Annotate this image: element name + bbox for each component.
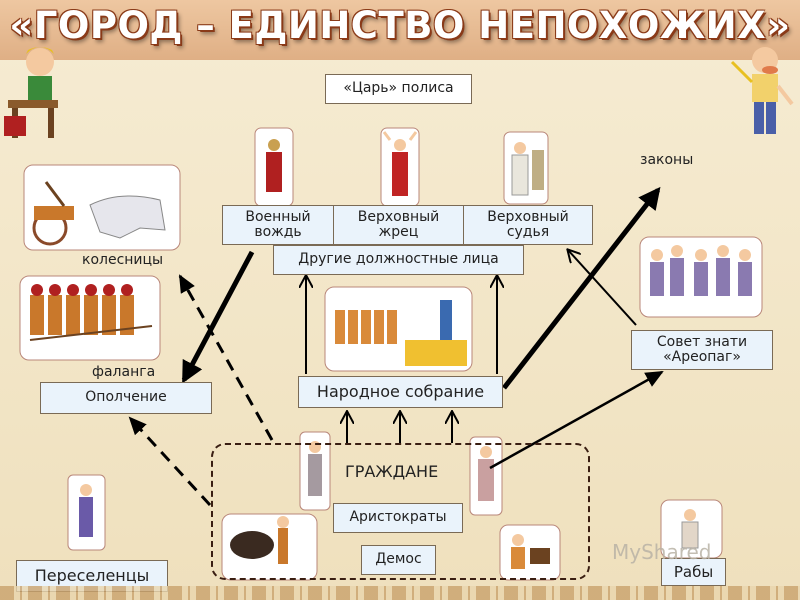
citizens-group-frame xyxy=(211,443,590,580)
citizen-left-figure xyxy=(299,431,331,511)
dashed-arrow-to-chariots xyxy=(178,274,274,441)
high-judge-box: Верховный судья xyxy=(463,205,593,245)
slaves-picture xyxy=(660,499,723,559)
chariots-label: колесницы xyxy=(82,252,164,268)
arrow-assembly-to-laws xyxy=(502,186,661,390)
high-priest-box: Верховный жрец xyxy=(333,205,464,245)
title-bar xyxy=(0,0,800,60)
decorative-border xyxy=(0,586,800,600)
watermark: MyShared xyxy=(612,540,712,564)
military-leader-box: Военный вождь xyxy=(222,205,334,245)
militia-box: Ополчение xyxy=(40,382,212,414)
craftsman-picture xyxy=(499,524,561,581)
laws-label: законы xyxy=(640,152,694,168)
high-priest-figure xyxy=(380,127,420,207)
military-leader-figure xyxy=(254,127,294,207)
citizen-right-figure xyxy=(469,436,503,516)
dashed-arrow-to-militia xyxy=(128,416,212,507)
arrow-areopagus-to-officials xyxy=(568,250,637,326)
aristocrats-box: Аристократы xyxy=(333,503,463,533)
settler-figure xyxy=(67,474,106,551)
farmer-oxen-picture xyxy=(221,513,318,581)
areopagus-picture xyxy=(639,236,763,318)
phalanx-label: фаланга xyxy=(92,364,156,380)
assembly-picture xyxy=(324,286,473,372)
citizens-label: ГРАЖДАНЕ xyxy=(345,462,439,481)
chariot-picture xyxy=(23,164,181,251)
assembly-box: Народное собрание xyxy=(298,376,503,408)
arrows xyxy=(128,186,664,507)
demos-box: Демос xyxy=(361,545,436,575)
arrow-leader-to-militia xyxy=(181,250,255,384)
high-judge-figure xyxy=(503,131,549,205)
areopagus-box: Совет знати «Ареопаг» xyxy=(631,330,773,370)
slide-title: «ГОРОД – ЕДИНСТВО НЕПОХОЖИХ» xyxy=(9,4,791,47)
arrow-citizen-to-areopagus xyxy=(489,370,664,470)
slaves-box: Рабы xyxy=(661,558,726,586)
student-cartoon-icon xyxy=(4,47,58,138)
teacher-cartoon-icon xyxy=(730,47,794,134)
king-box: «Царь» полиса xyxy=(325,74,472,104)
other-officials-box: Другие должностные лица xyxy=(273,245,524,275)
phalanx-picture xyxy=(19,275,161,361)
